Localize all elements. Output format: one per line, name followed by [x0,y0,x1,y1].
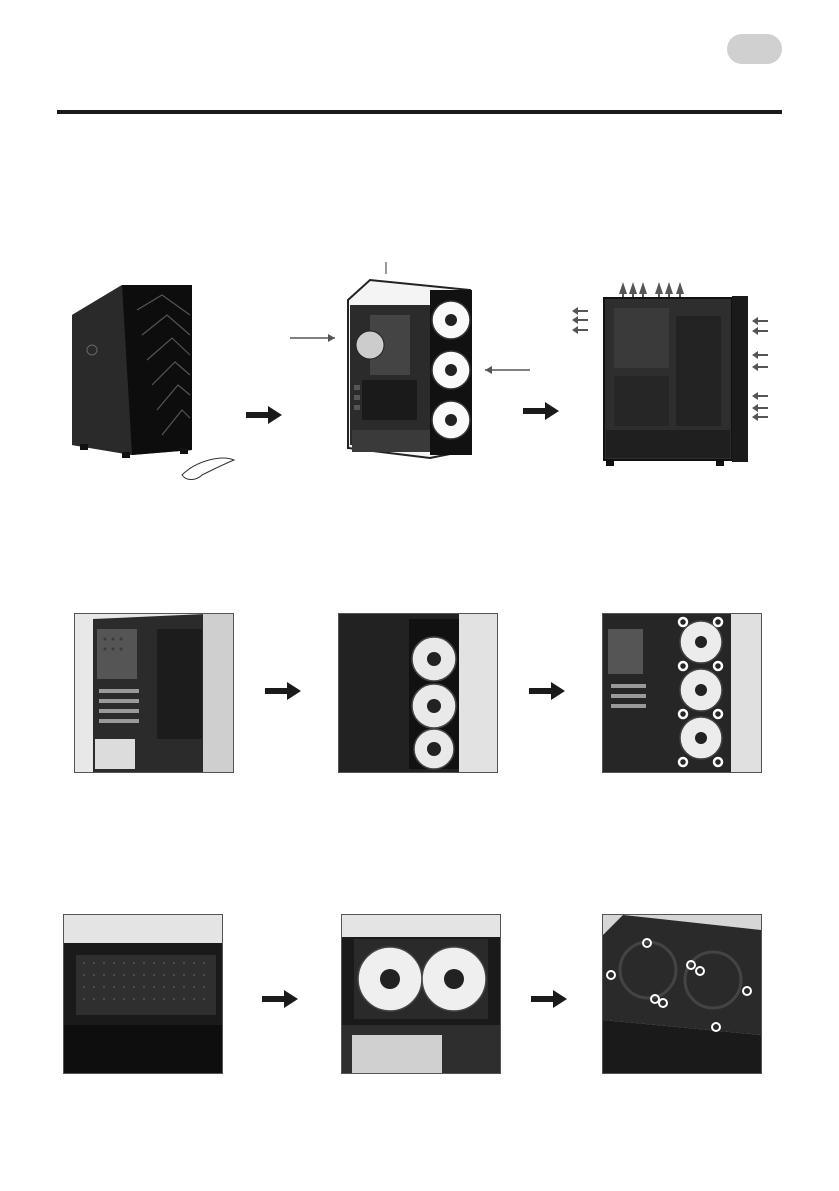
front-fan-screws-photo [602,613,762,773]
front-fans-photo [338,613,498,773]
top-mesh-panel-photo [63,914,223,1074]
pc-case-airflow-illustration [566,276,776,468]
arrow-right-icon [523,402,559,420]
case-interior-photo [74,613,234,773]
arrow-right-icon [531,990,567,1008]
page-number-badge [727,34,782,64]
arrow-right-icon [246,406,282,424]
top-fan-screws-photo [602,914,762,1074]
pc-case-open-illustration [290,260,530,465]
top-fans-photo [341,914,501,1074]
arrow-right-icon [265,682,301,700]
pc-case-closed-illustration [62,280,242,490]
header-rule [57,110,782,114]
arrow-right-icon [262,990,298,1008]
arrow-right-icon [529,682,565,700]
